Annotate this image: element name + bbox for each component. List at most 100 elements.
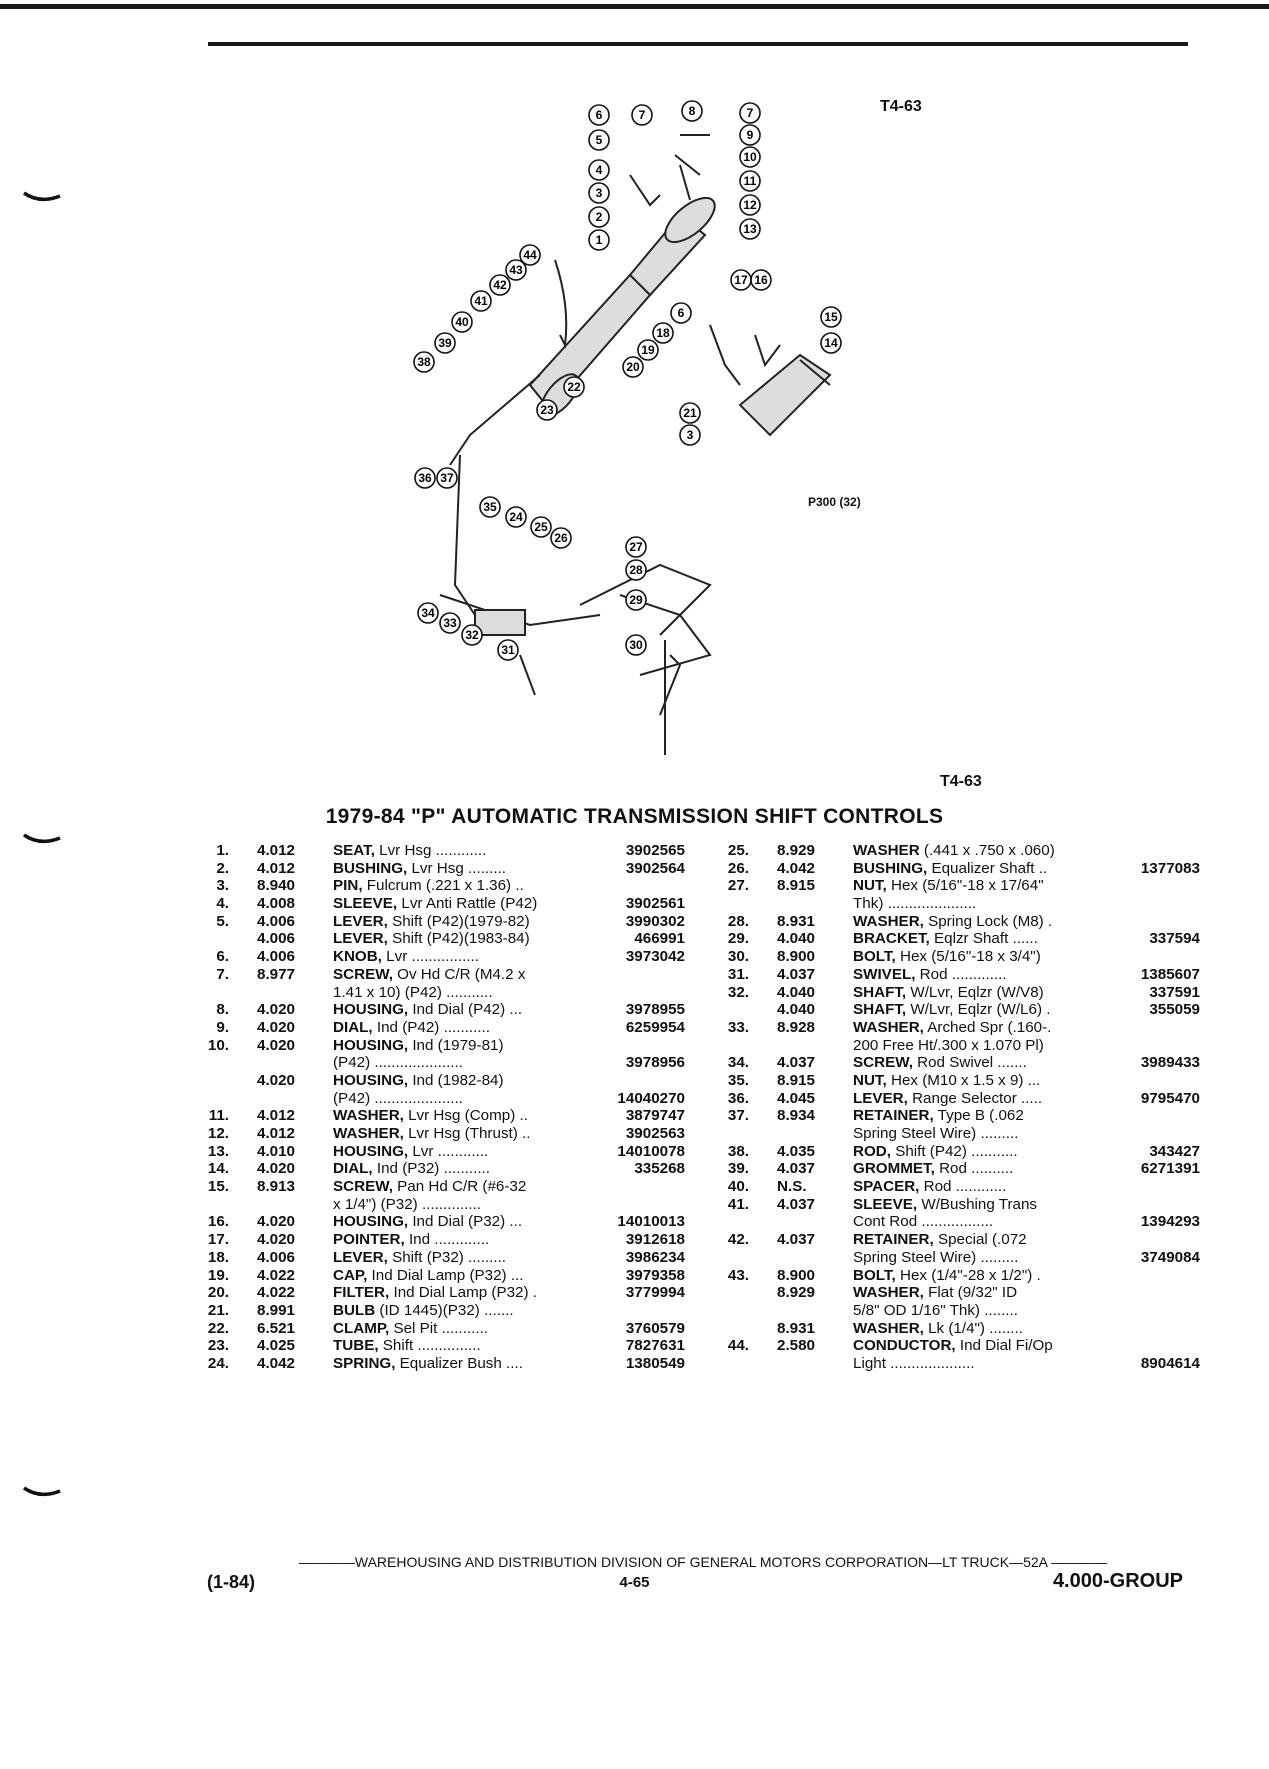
part-description: SHAFT, W/Lvr, Eqlzr (W/V8) xyxy=(853,984,1044,1002)
svg-text:36: 36 xyxy=(418,471,432,485)
part-description: BULB (ID 1445)(P32) ....... xyxy=(333,1302,514,1320)
part-detail: (ID 1445)(P32) ....... xyxy=(375,1301,514,1319)
top-rule xyxy=(0,4,1269,9)
callout-2: 2 xyxy=(588,206,610,228)
part-number: 3989433 xyxy=(1140,1054,1200,1072)
item-number: 24. xyxy=(207,1354,229,1372)
part-description: BRACKET, Eqlzr Shaft ...... xyxy=(853,930,1038,948)
part-number: 337591 xyxy=(1149,983,1200,1001)
part-name: WASHER, xyxy=(853,1018,924,1036)
part-name: SLEEVE, xyxy=(853,1195,918,1213)
parts-list-row: 2. 4.012 3902564 BUSHING, Lvr Hsg ......... xyxy=(195,860,685,878)
part-description: Spring Steel Wire) ......... xyxy=(853,1249,1018,1267)
svg-text:41: 41 xyxy=(474,294,488,308)
part-description: SWIVEL, Rod ............. xyxy=(853,966,1007,984)
part-description: (P42) ..................... xyxy=(333,1090,463,1108)
part-name: BRACKET, xyxy=(853,930,930,948)
part-detail: Ind (1979-81) xyxy=(408,1036,504,1054)
part-detail: Ind Dial Lamp (P32) ... xyxy=(367,1266,524,1284)
parts-list-row: 5/8" OD 1/16" Thk) ........ xyxy=(715,1302,1200,1320)
item-number: 33. xyxy=(727,1018,749,1036)
part-name: ROD, xyxy=(853,1142,891,1160)
svg-text:22: 22 xyxy=(567,380,581,394)
part-number: 7827631 xyxy=(625,1337,685,1355)
callout-30: 30 xyxy=(625,634,647,656)
part-description: Spring Steel Wire) ......... xyxy=(853,1125,1018,1143)
svg-text:19: 19 xyxy=(641,343,655,357)
part-number: 3749084 xyxy=(1140,1248,1200,1266)
callout-9: 9 xyxy=(739,124,761,146)
callout-31: 31 xyxy=(497,639,519,661)
part-name: DIAL, xyxy=(333,1160,373,1178)
svg-text:7: 7 xyxy=(747,106,754,120)
part-detail: Cont Rod ................. xyxy=(853,1213,994,1231)
callout-36: 36 xyxy=(414,467,436,489)
part-detail: Spring Steel Wire) ......... xyxy=(853,1125,1019,1142)
group-number: 4.022 xyxy=(257,1284,296,1302)
part-description: CAP, Ind Dial Lamp (P32) ... xyxy=(333,1267,524,1285)
item-number: 13. xyxy=(207,1142,229,1160)
group-number: 4.020 xyxy=(257,1231,296,1249)
callout-14: 14 xyxy=(820,332,842,354)
group-number: 4.040 xyxy=(777,930,816,948)
group-number: 4.037 xyxy=(777,1054,816,1072)
part-name: HOUSING, xyxy=(333,1071,409,1089)
part-number: 1394293 xyxy=(1140,1213,1200,1231)
part-detail: (.441 x .750 x .060) xyxy=(919,842,1055,859)
item-number: 19. xyxy=(207,1266,229,1284)
parts-list-row: 3978956(P42) ..................... xyxy=(195,1054,685,1072)
part-description: SHAFT, W/Lvr, Eqlzr (W/L6) . xyxy=(853,1001,1050,1019)
callout-8: 8 xyxy=(681,100,703,122)
part-detail: Ind (P42) ........... xyxy=(372,1018,490,1036)
item-number: 37. xyxy=(727,1107,749,1125)
part-detail: Flat (9/32" ID xyxy=(923,1284,1018,1302)
svg-text:21: 21 xyxy=(683,406,697,420)
item-number: 30. xyxy=(727,948,749,966)
item-number: 2. xyxy=(216,859,229,877)
part-description: SLEEVE, W/Bushing Trans xyxy=(853,1196,1037,1214)
item-number: 44. xyxy=(727,1337,749,1355)
part-detail: Ind (P32) ........... xyxy=(372,1160,490,1178)
part-name: HOUSING, xyxy=(333,1142,409,1160)
part-detail: Rod .......... xyxy=(934,1160,1014,1178)
part-name: CLAMP, xyxy=(333,1319,390,1337)
part-detail: Hex (M10 x 1.5 x 9) ... xyxy=(886,1071,1041,1089)
svg-text:12: 12 xyxy=(743,198,757,212)
part-number: 14040270 xyxy=(617,1089,685,1107)
part-number: 3902564 xyxy=(625,859,685,877)
part-name: LEVER, xyxy=(333,930,388,948)
part-detail: 1.41 x 10) (P42) ........... xyxy=(333,983,493,1001)
item-number: 5. xyxy=(216,912,229,930)
part-number: 1377083 xyxy=(1140,859,1200,877)
part-description: (P42) ..................... xyxy=(333,1054,463,1072)
part-description: 200 Free Ht/.300 x 1.070 Pl) xyxy=(853,1037,1044,1055)
group-number: 4.042 xyxy=(257,1354,296,1372)
svg-text:10: 10 xyxy=(743,150,757,164)
group-number: 4.012 xyxy=(257,859,296,877)
part-detail: Ind Dial Lamp (P32) . xyxy=(389,1284,537,1302)
part-description: PIN, Fulcrum (.221 x 1.36) .. xyxy=(333,877,524,895)
part-name: SHAFT, xyxy=(853,983,907,1001)
callout-group: 1 2 3 4 5 6 7 7 8 9 10 11 12 13 14 15 16… xyxy=(413,100,842,661)
callout-13: 13 xyxy=(739,218,761,240)
item-number: 14. xyxy=(207,1160,229,1178)
part-description: BUSHING, Lvr Hsg ......... xyxy=(333,860,506,878)
svg-text:42: 42 xyxy=(493,278,507,292)
part-description: LEVER, Shift (P42)(1983-84) xyxy=(333,930,530,948)
item-number: 16. xyxy=(207,1213,229,1231)
part-name: SCREW, xyxy=(333,1178,393,1196)
part-name: NUT, xyxy=(853,877,887,895)
exploded-parts-diagram: 1 2 3 4 5 6 7 7 8 9 10 11 12 13 14 15 16… xyxy=(413,100,842,755)
svg-text:11: 11 xyxy=(744,174,757,188)
part-detail: Shift (P42)(1979-82) xyxy=(387,912,530,930)
part-number: 335268 xyxy=(634,1160,685,1178)
part-description: SCREW, Pan Hd C/R (#6-32 xyxy=(333,1178,526,1196)
